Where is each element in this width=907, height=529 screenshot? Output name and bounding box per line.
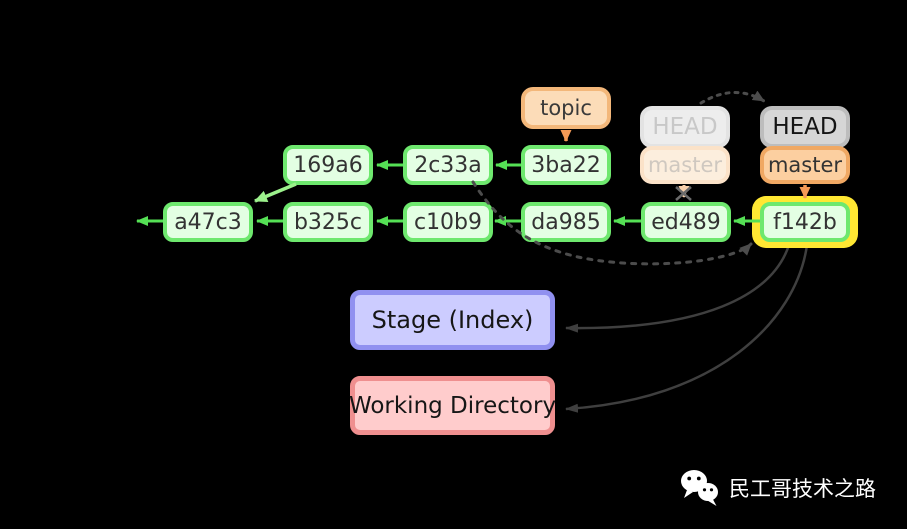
- commit-node: 3ba22: [521, 145, 611, 185]
- cross-mark: [675, 186, 692, 201]
- arrow-commit-to-working-directory: [565, 244, 809, 413]
- watermark: 民工哥技术之路: [680, 466, 876, 510]
- commit-node-current: f142b: [760, 202, 850, 242]
- branch-label-topic: topic: [521, 87, 611, 129]
- watermark-brand-text: 民工哥技术之路: [729, 477, 876, 501]
- commit-node: b325c: [283, 202, 373, 242]
- arrow-169a6-a47c3: [254, 182, 297, 203]
- arrow-head-move: [699, 90, 766, 105]
- commit-node: 2c33a: [403, 145, 493, 185]
- commit-node: c10b9: [403, 202, 493, 242]
- stage-index-box: Stage (Index): [350, 290, 555, 350]
- commit-node: da985: [521, 202, 611, 242]
- branch-label-master: master: [760, 146, 850, 184]
- wechat-icon: [681, 470, 718, 506]
- arrow-dotted-2c33a-f142b: [471, 180, 753, 266]
- commit-node: a47c3: [163, 202, 253, 242]
- working-directory-box: Working Directory: [349, 376, 556, 435]
- commit-node: 169a6: [283, 145, 373, 185]
- commit-node: ed489: [641, 202, 731, 242]
- branch-label-master-old: master: [640, 146, 730, 184]
- arrow-commit-to-stage: [565, 244, 791, 333]
- head-label: HEAD: [760, 106, 850, 148]
